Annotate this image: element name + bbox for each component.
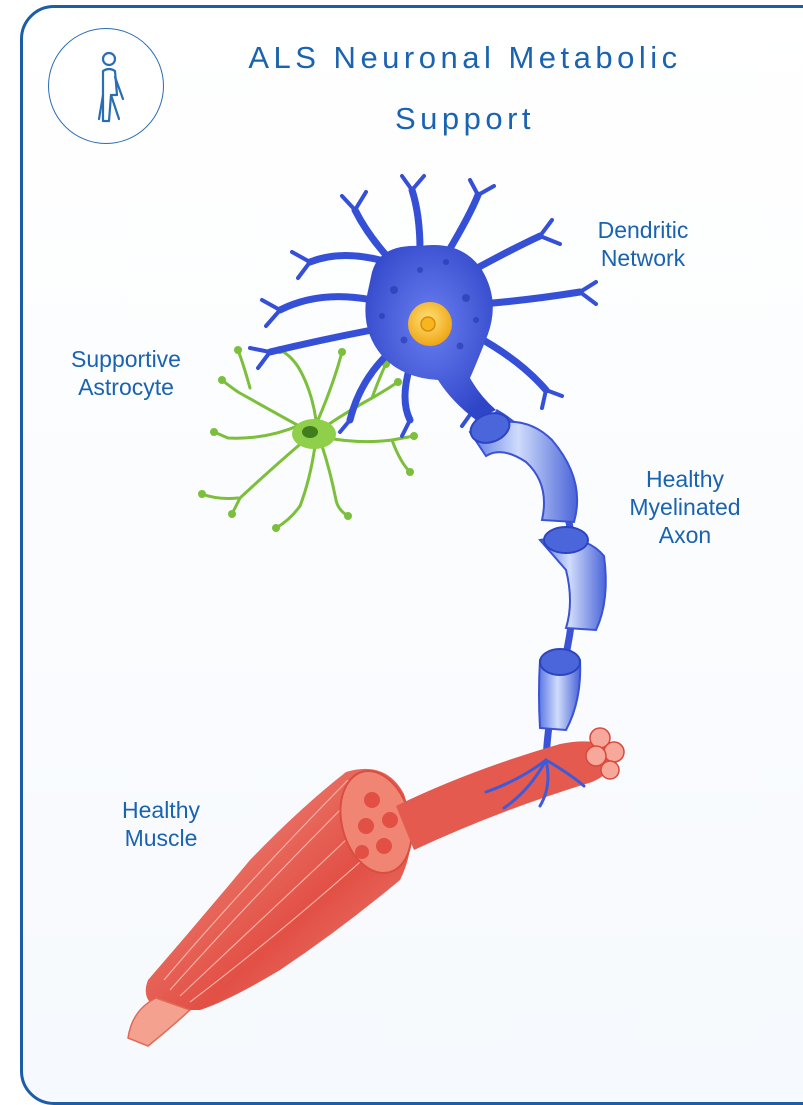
label-healthy-myelinated-axon: Healthy Myelinated Axon (600, 465, 770, 549)
label-healthy-muscle: Healthy Muscle (96, 796, 226, 852)
myelin-end-2 (544, 527, 588, 553)
nucleolus (421, 317, 435, 331)
muscle-fiber-bundle (396, 741, 613, 850)
label-dendritic-network: Dendritic Network (568, 216, 718, 272)
astrocyte-nucleus (302, 426, 318, 438)
myelin-end-3 (540, 649, 580, 675)
label-supportive-astrocyte: Supportive Astrocyte (36, 345, 216, 401)
